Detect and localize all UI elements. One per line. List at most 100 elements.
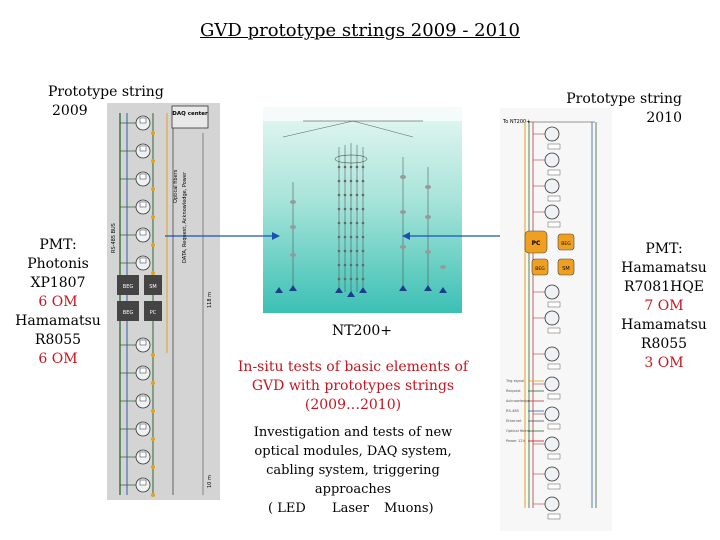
legend-item-label: Optical fibers xyxy=(506,429,530,433)
optical-module xyxy=(533,178,561,202)
nt-cluster-module xyxy=(343,165,347,169)
nt-optical-module xyxy=(425,215,431,219)
footer-laser: Laser xyxy=(332,501,369,516)
optical-module xyxy=(120,171,155,191)
legend-item-label: Ethernet xyxy=(506,419,522,423)
invest-line1: Investigation and tests of new xyxy=(253,425,453,440)
nt-cluster-module xyxy=(349,235,353,239)
page-title: GVD prototype strings 2009 - 2010 xyxy=(200,20,520,41)
nt-cluster-module xyxy=(343,221,347,225)
nt-optical-module xyxy=(290,225,296,229)
optical-module xyxy=(120,227,155,247)
insitu-line2: GVD with prototypes strings xyxy=(251,378,455,394)
optical-module xyxy=(533,466,561,490)
right-pmt-label: PMT: xyxy=(645,241,683,257)
left-pmt1-count: 6 OM xyxy=(38,294,78,310)
optical-fibers-label: Optical fibers xyxy=(173,169,179,203)
nt-cluster-module xyxy=(349,165,353,169)
nt-optical-module xyxy=(425,185,431,189)
right-sm-box xyxy=(557,258,575,276)
nt-cluster-module xyxy=(355,235,359,239)
left-pmt2-name: Hamamatsu xyxy=(15,313,101,329)
nt-cluster-module xyxy=(343,179,347,183)
beg-box-upper xyxy=(117,275,139,295)
left-string-diagram: DAQ center BEG SM BEG PC RS-485 BUS Opti… xyxy=(107,103,220,500)
right-optical-modules xyxy=(533,126,561,520)
legend-item-label: Trig signal xyxy=(505,379,524,383)
nt-cluster-module xyxy=(349,263,353,267)
right-pmt1-count: 7 OM xyxy=(644,298,684,314)
daq-center-label: DAQ center xyxy=(172,111,208,117)
length-10m-label: 10 m xyxy=(207,475,213,488)
optical-module xyxy=(533,152,561,176)
optical-module xyxy=(120,199,155,219)
legend-item-label: RS-485 xyxy=(506,409,519,413)
rs485-bus-label: RS-485 BUS xyxy=(111,223,117,253)
nt-cluster-module xyxy=(349,179,353,183)
nt-cluster-module xyxy=(343,249,347,253)
nt-cluster-module xyxy=(343,263,347,267)
nt-cluster-module xyxy=(343,193,347,197)
nt-cluster-module xyxy=(361,235,365,239)
left-optical-modules xyxy=(120,115,155,497)
nt-cluster-module xyxy=(337,221,341,225)
left-heading: Prototype string 2009 xyxy=(48,83,164,121)
left-heading-line1: Prototype string xyxy=(48,84,164,100)
daq-center-box xyxy=(171,105,209,129)
right-pc-box xyxy=(524,230,548,254)
right-pmt1-name: Hamamatsu xyxy=(621,260,707,276)
nt-cluster-module xyxy=(355,277,359,281)
optical-module xyxy=(533,126,561,150)
optical-module xyxy=(533,436,561,460)
optical-module xyxy=(120,115,155,135)
nt-cluster-module xyxy=(337,207,341,211)
nt-cluster-module xyxy=(361,263,365,267)
nt-cluster-module xyxy=(355,249,359,253)
investigation-text: Investigation and tests of new optical m… xyxy=(228,423,478,499)
left-pmt-label: PMT: xyxy=(39,237,77,253)
nt200-label: NT200+ xyxy=(331,323,393,339)
invest-line4: approaches xyxy=(314,482,392,497)
optical-module xyxy=(533,346,561,370)
footer-muons: Muons) xyxy=(384,501,434,516)
nt-cluster-module xyxy=(337,263,341,267)
right-pmt2-count: 3 OM xyxy=(644,355,684,371)
optical-module xyxy=(120,143,155,163)
nt-cluster-module xyxy=(343,277,347,281)
left-pmt1-model: XP1807 xyxy=(30,275,86,291)
nt-cluster-module xyxy=(343,207,347,211)
nt-cluster-module xyxy=(355,207,359,211)
invest-line2: optical modules, DAQ system, xyxy=(254,444,452,459)
right-heading-year: 2010 xyxy=(646,110,682,126)
nt-optical-module xyxy=(290,253,296,257)
length-118m-label: 118 m xyxy=(207,292,213,308)
optical-module xyxy=(533,376,561,400)
nt-cluster-module xyxy=(355,221,359,225)
pc-box xyxy=(144,301,162,321)
beg-label-lower: BEG xyxy=(123,310,134,316)
data-request-label: DATA, Request, Acknowledge, Power xyxy=(182,171,188,263)
optical-module xyxy=(533,310,561,334)
nt-optical-module xyxy=(400,175,406,179)
insitu-text: In-situ tests of basic elements of GVD w… xyxy=(228,358,478,415)
nt-cluster-module xyxy=(349,221,353,225)
nt-anchors xyxy=(275,285,447,297)
to-nt200-label: To NT200+ xyxy=(502,119,530,125)
right-legend: Trig signalRequestAcknowledgeRS-485Ether… xyxy=(505,379,544,443)
nt-cluster-module xyxy=(361,179,365,183)
right-beg-box xyxy=(531,258,549,276)
left-pmt2-model: R8055 xyxy=(34,332,82,348)
left-pmt-labels: PMT: Photonis XP1807 6 OM Hamamatsu R805… xyxy=(10,236,106,369)
left-pmt2-count: 6 OM xyxy=(38,351,78,367)
nt-cluster-module xyxy=(361,207,365,211)
nt-cluster-module xyxy=(355,165,359,169)
legend-item-label: Power 12V xyxy=(506,439,526,443)
nt-cluster-module xyxy=(355,193,359,197)
optical-module xyxy=(120,337,155,357)
nt-optical-module xyxy=(425,250,431,254)
nt-optical-module xyxy=(440,265,446,269)
right-beg2-label: BEG xyxy=(561,241,571,247)
nt-cluster-module xyxy=(349,207,353,211)
legend-item-label: Request xyxy=(506,389,521,393)
right-pmt1-model: R7081HQE xyxy=(623,279,705,295)
